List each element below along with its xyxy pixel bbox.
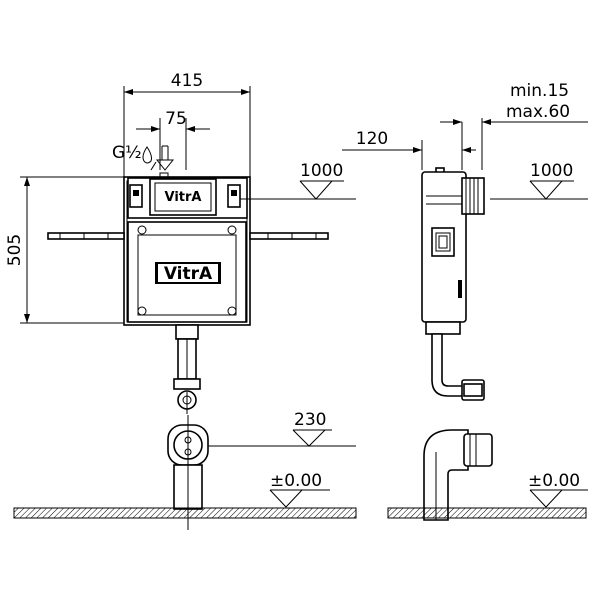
depth-label: 120 bbox=[356, 129, 388, 149]
mounting-arm-left bbox=[47, 232, 125, 240]
width-label: 415 bbox=[171, 71, 203, 91]
side-ground-level-label: ±0.00 bbox=[528, 471, 580, 491]
side-top-level-label: 1000 bbox=[530, 161, 573, 181]
front-view: 415 75 G½ 505 bbox=[5, 71, 357, 530]
front-ground-level-label: ±0.00 bbox=[270, 471, 322, 491]
offset-label: 75 bbox=[165, 109, 187, 129]
height-dimension: 505 bbox=[5, 176, 124, 324]
width-dimension: 415 bbox=[123, 71, 251, 180]
side-flush-pipe bbox=[431, 333, 485, 401]
front-floor-level: 230 bbox=[200, 410, 356, 447]
flush-pipe bbox=[173, 324, 201, 414]
wall-min-label: min.15 bbox=[510, 81, 569, 101]
mounting-arm-right bbox=[249, 232, 329, 240]
water-drop-icon bbox=[142, 146, 152, 164]
height-label: 505 bbox=[5, 234, 25, 266]
side-view: 120 min.15 max.60 1000 bbox=[342, 81, 588, 521]
side-floor-slab bbox=[387, 507, 587, 519]
side-cistern bbox=[421, 167, 485, 335]
thread-label: G½ bbox=[112, 143, 142, 163]
wall-max-label: max.60 bbox=[506, 102, 570, 122]
front-floor-slab bbox=[13, 507, 357, 519]
front-floor-level-label: 230 bbox=[294, 410, 326, 430]
cistern-frame: VitrA VitrA bbox=[123, 172, 251, 326]
pan-connector bbox=[167, 415, 209, 530]
top-plate-logo: VitrA bbox=[165, 190, 202, 205]
inlet-arrow-icon bbox=[155, 145, 175, 171]
side-top-level: 1000 bbox=[490, 161, 588, 200]
front-top-level-label: 1000 bbox=[300, 161, 343, 181]
wall-thickness-dimension: min.15 max.60 bbox=[440, 81, 588, 170]
offset-dimension: 75 bbox=[136, 109, 210, 170]
depth-dimension: 120 bbox=[342, 122, 476, 170]
side-ground-level: ±0.00 bbox=[387, 471, 588, 519]
front-panel-logo: VitrA bbox=[164, 264, 213, 284]
side-pan-connector bbox=[423, 429, 493, 521]
front-ground-level: ±0.00 bbox=[13, 471, 357, 519]
front-top-level: 1000 bbox=[240, 161, 356, 200]
